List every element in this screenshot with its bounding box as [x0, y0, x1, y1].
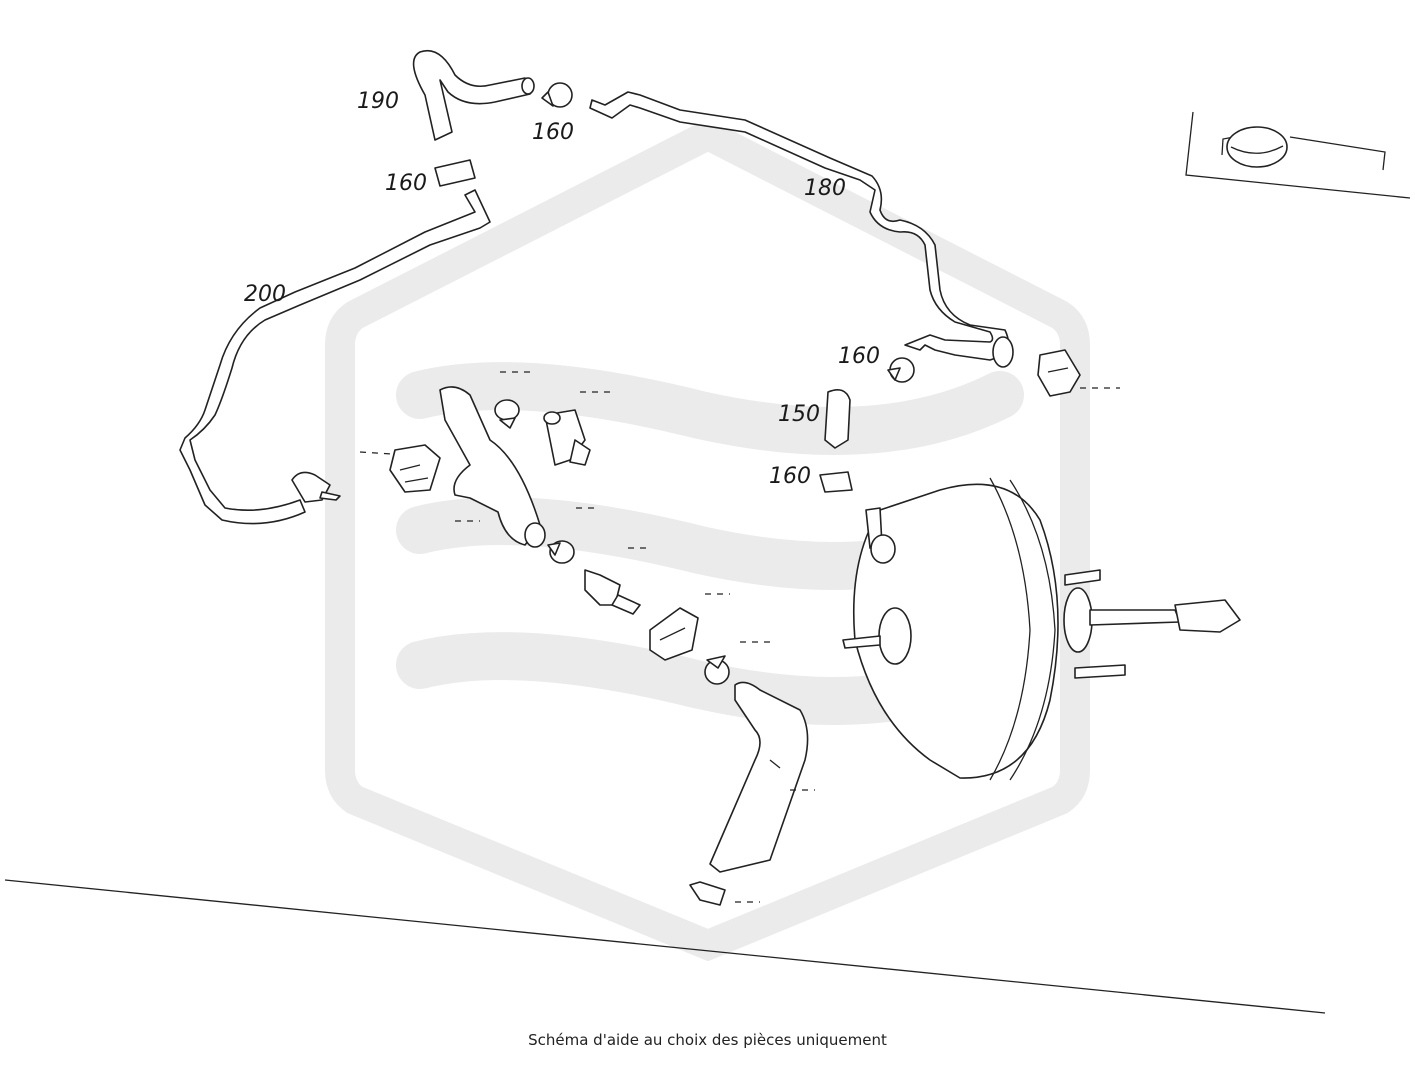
hose-clip-160-lower [819, 471, 853, 493]
bracket-center-left [389, 444, 441, 493]
pipe-180 [589, 91, 1014, 368]
hose-clip-160-left [434, 159, 476, 187]
callout-160-top: 160 [532, 120, 574, 145]
callout-160-left: 160 [385, 171, 427, 196]
callout-190: 190 [357, 89, 399, 114]
hose-190 [412, 50, 535, 141]
clip-center-a [494, 399, 520, 429]
callout-160-lower: 160 [769, 464, 811, 489]
hose-lower [709, 681, 809, 873]
vehicle-orientation-icon [1185, 111, 1411, 199]
elbow-hose-center [439, 386, 546, 548]
hose-clip-160-top [541, 82, 573, 108]
diagram-caption: Schéma d'aide au choix des pièces unique… [528, 1031, 887, 1049]
clip-bottom [689, 881, 726, 906]
hose-150 [824, 389, 851, 449]
clip-center-c [704, 655, 730, 685]
callout-150: 150 [778, 402, 820, 427]
callout-180: 180 [804, 176, 846, 201]
connector-left [291, 471, 341, 503]
callout-200: 200 [244, 282, 286, 307]
clip-center-b [547, 540, 575, 564]
callout-160-right: 160 [838, 344, 880, 369]
leader-lines [359, 371, 1120, 903]
hose-clip-160-right [887, 357, 915, 383]
brake-booster [842, 477, 1241, 781]
bracket-center-right [649, 607, 699, 661]
connector-right [1037, 349, 1081, 397]
floor-line [4, 879, 1326, 1014]
hose-200 [179, 189, 491, 525]
valve-center [543, 409, 591, 466]
check-valve [584, 569, 641, 615]
